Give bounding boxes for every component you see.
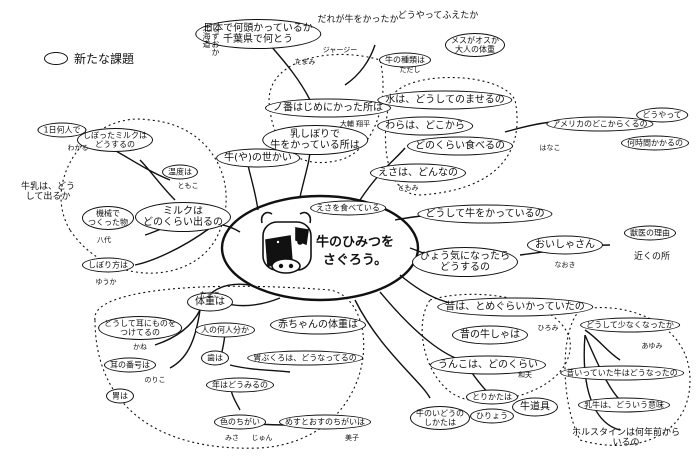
node-holstein: ホルスタインは何年前から いるの xyxy=(571,428,681,448)
node-tail: どうして耳にものを つけてるの xyxy=(98,316,182,340)
annotation-ayumi: あゆみ xyxy=(641,342,663,350)
annotation-noriko: のりこ xyxy=(144,376,166,384)
group-region-milk xyxy=(60,118,227,274)
topic-treat: おいしゃさん xyxy=(527,235,603,255)
topic-tool: 牛道具 xyxy=(512,397,558,417)
group-region-body xyxy=(94,285,365,449)
node-tsuno: めすとおすのちがいは xyxy=(279,414,371,430)
annotation-hachi: 八代 xyxy=(97,236,111,244)
node-japan-sub: 千葉県で何とう xyxy=(223,34,293,45)
node-color: 色のちがい xyxy=(214,414,266,430)
node-ushiro: 牛のいどうの しかたは xyxy=(410,406,470,430)
annotation-hiro: ひろみ xyxy=(537,324,559,332)
node-near: 近くの所 xyxy=(633,252,671,262)
node-when: 何時間かかるの xyxy=(621,135,689,151)
annotation-wakaru: わかる xyxy=(67,144,89,152)
node-ear-number: 耳の番号は xyxy=(104,357,156,373)
legend-oval-icon xyxy=(44,52,68,65)
node-how: どうやってふえたか xyxy=(397,11,479,21)
topic-water: 水は、どうしてのませるの xyxy=(377,90,513,110)
node-aus: アメリカのどこからくるの xyxy=(546,116,654,132)
annotation-tomomi: ともみ xyxy=(397,184,419,192)
node-who: だれが牛をかったか xyxy=(317,15,399,25)
node-tooth: 歯は xyxy=(201,350,229,366)
topic-food-amount: どのくらい食べるの xyxy=(407,136,513,156)
node-dog: どうして少なくなったか xyxy=(580,317,680,333)
annotation-tamami: たまみ xyxy=(294,58,316,66)
annotation-shizuoka: しずおか 北海道 xyxy=(202,24,220,56)
annotation-kane: かね xyxy=(133,343,147,351)
node-milkout: 牛乳は、どう して出るか xyxy=(20,182,76,202)
annotation-mikiko: 美子 xyxy=(345,434,359,442)
annotation-kazuo: 和夫 xyxy=(518,371,532,379)
node-head: 人の何人分か xyxy=(195,322,255,338)
topic-baby: 赤ちゃんの体重は xyxy=(270,315,366,335)
legend-label: 新たな課題 xyxy=(74,52,135,66)
center-title: 牛のひみつを さぐろう。 xyxy=(316,234,394,270)
node-kiki: 機械で つくった物 xyxy=(82,206,134,230)
node-japan-text: 日本で何頭かっているか xyxy=(203,23,313,34)
topic-ushiya: 牛(や)の世かい xyxy=(216,148,300,168)
annotation-yuuka: ゆうか xyxy=(95,278,117,286)
node-drink: しぼったミルクは どうするの xyxy=(77,128,153,152)
node-why: どうやって xyxy=(636,107,688,123)
topic-sick: びょう気になったら どうするの xyxy=(412,247,518,277)
cow-face xyxy=(260,211,312,274)
annotation-tada: ただし xyxy=(399,66,421,74)
node-mesu-text: メスがオスか xyxy=(451,36,499,45)
center-bubble: えさを食べている xyxy=(310,200,386,216)
annotation-tamako: たまこ xyxy=(199,291,221,299)
topic-body: 体重は xyxy=(187,292,233,312)
annotation-jun: じゅん xyxy=(251,434,273,442)
topic-where-from: どうして牛をかっているの xyxy=(417,204,553,224)
annotation-hanako: はなこ xyxy=(539,144,561,152)
annotation-jipu: ジャージー xyxy=(322,46,358,54)
center-oval xyxy=(220,194,420,302)
node-pet: 乳牛は、どういう意味 xyxy=(578,397,670,413)
annotation-daisuke: 大輔 翔平 xyxy=(339,120,371,128)
topic-wara: わらは、どこから xyxy=(377,116,473,136)
node-shibori: しぼり方は xyxy=(82,257,134,273)
node-tori: とりかたは xyxy=(466,389,518,405)
annotation-naoki: なおき xyxy=(554,261,576,269)
node-cow-now: 昔いっていた牛はどうなったの xyxy=(560,365,684,381)
node-day: 1日何人で xyxy=(37,122,87,138)
node-hiriyo: ひりょう xyxy=(470,408,514,424)
node-temp: 温度は xyxy=(162,164,198,180)
node-kind: 牛の種類は xyxy=(379,52,431,68)
topic-food: えさは、どんなの xyxy=(370,163,466,183)
node-mesu: メスがオスか 大人の体重 xyxy=(445,33,505,57)
annotation-misa: みさ xyxy=(225,434,239,442)
node-fukuro: 胃ぶくろは、どうなってるの xyxy=(247,350,363,366)
node-stomach: 胃は xyxy=(106,388,134,404)
topic-past: 昔は、とめぐらいかっていたの xyxy=(437,297,593,317)
node-toshi: 年はどうみるの xyxy=(206,377,274,393)
topic-place: 乳しぼりで 牛をかっている所は xyxy=(262,125,368,155)
center-title-line2: さぐろう。 xyxy=(322,253,388,268)
center-title-line1: 牛のひみつを xyxy=(315,235,395,250)
topic-milk: ミルクは どのくらい出るの xyxy=(135,202,231,232)
legend: 新たな課題 xyxy=(44,50,134,67)
node-adult-text: 大人の体重 xyxy=(455,45,495,54)
annotation-tomoko: ともこ xyxy=(177,182,199,190)
node-doctor: 獣医の理由 xyxy=(624,225,676,241)
node-japan: 日本で何頭かっているか 千葉県で何とう xyxy=(195,19,321,49)
topic-first-place: ノ番はじめにかった所は xyxy=(265,98,391,118)
topic-old-cow: 昔の牛しゃは xyxy=(452,325,528,345)
topic-dung: うんこは、どのくらい xyxy=(430,355,546,375)
